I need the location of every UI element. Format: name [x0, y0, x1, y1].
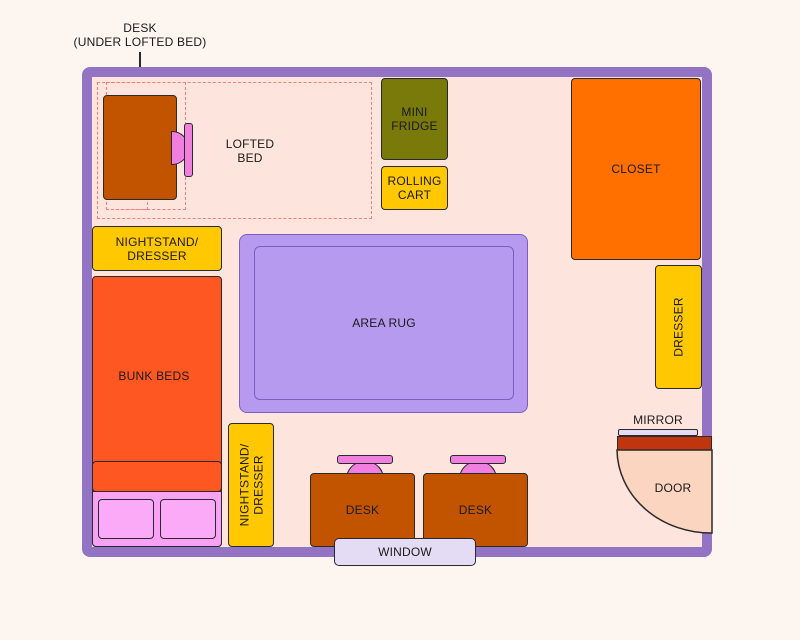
- mini-fridge-label-line2: FRIDGE: [391, 119, 438, 133]
- nightstand-dresser-top: NIGHTSTAND/ DRESSER: [92, 226, 222, 271]
- rolling-cart: ROLLING CART: [381, 166, 448, 210]
- desk-right: DESK: [423, 473, 528, 547]
- desk-under-loft-callout-line1: DESK: [123, 21, 157, 35]
- mini-fridge-label-line1: MINI: [401, 105, 428, 119]
- bunk-beds-drawer-right: [160, 499, 216, 539]
- desk-left: DESK: [310, 473, 415, 547]
- desk-right-chair-back: [450, 455, 506, 464]
- lofted-bed-label: LOFTED BED: [220, 137, 280, 165]
- nightstand-top-label-line2: DRESSER: [127, 248, 187, 263]
- nightstand-top-label-line1: NIGHTSTAND/: [115, 234, 199, 249]
- mirror: [618, 429, 698, 436]
- window: WINDOW: [334, 538, 476, 566]
- desk-left-label: DESK: [345, 503, 380, 517]
- nightstand-dresser-bottom: NIGHTSTAND/ DRESSER: [228, 423, 274, 547]
- closet-label: CLOSET: [611, 162, 661, 176]
- desk-under-loft-callout: DESK (UNDER LOFTED BED): [70, 21, 210, 49]
- closet: CLOSET: [571, 78, 701, 260]
- area-rug-label: AREA RUG: [352, 316, 416, 330]
- door-label: DOOR: [654, 481, 692, 495]
- rolling-cart-label-line2: CART: [397, 188, 432, 202]
- lofted-bed-label-line1: LOFTED: [225, 137, 275, 151]
- desk-left-chair-back: [337, 455, 393, 464]
- mirror-label: MIRROR: [633, 413, 683, 427]
- loft-desk-chair-back: [184, 123, 193, 177]
- dresser: DRESSER: [655, 265, 702, 389]
- lofted-bed-label-line2: BED: [237, 151, 263, 165]
- area-rug-inner: AREA RUG: [254, 246, 514, 400]
- lofted-bed-outline: [97, 82, 372, 219]
- rolling-cart-label-line1: ROLLING: [387, 174, 442, 188]
- mini-fridge: MINI FRIDGE: [381, 78, 448, 160]
- bunk-beds-label: BUNK BEDS: [118, 369, 190, 383]
- desk-right-label: DESK: [458, 503, 493, 517]
- desk-under-loft: [103, 95, 177, 200]
- window-label: WINDOW: [378, 545, 432, 559]
- bunk-beds-drawer-left: [98, 499, 154, 539]
- desk-under-loft-callout-line2: (UNDER LOFTED BED): [73, 35, 207, 49]
